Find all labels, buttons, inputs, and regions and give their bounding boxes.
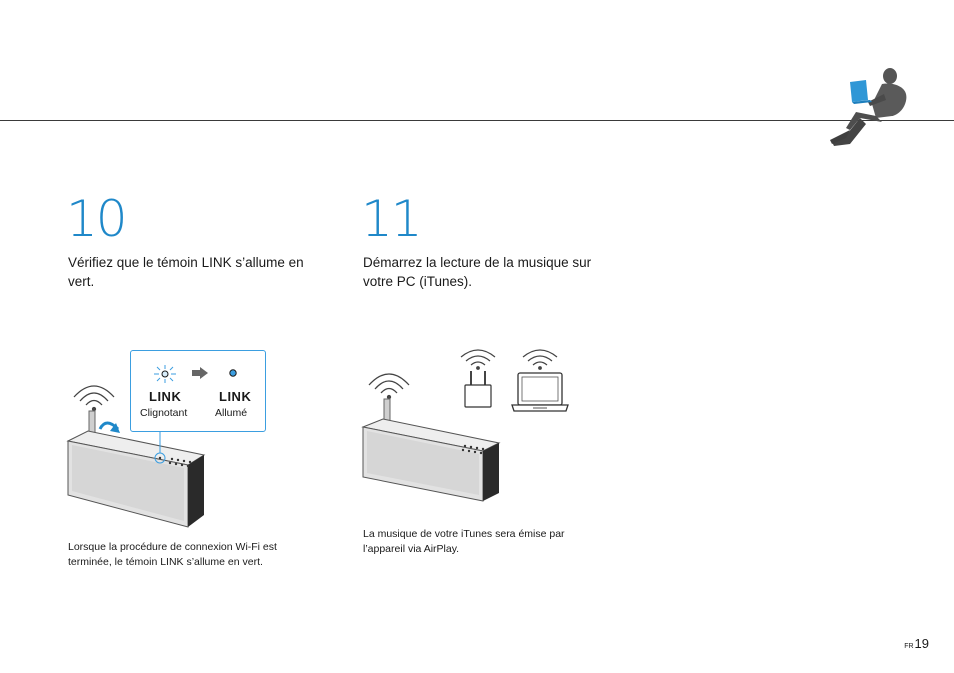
step-10-instruction: Vérifiez que le témoin LINK s’allume en … <box>68 255 304 289</box>
step-11-note: La musique de votre iTunes sera émise pa… <box>363 528 565 555</box>
laptop-icon <box>511 372 569 412</box>
laptop-wifi-signal-icon <box>522 349 558 370</box>
wifi-signal-icon <box>73 385 115 412</box>
page-number-value: 19 <box>914 636 929 651</box>
step-11-network-illustration <box>361 349 569 502</box>
step-11-number: 11 <box>361 190 423 248</box>
header-rule <box>0 120 954 121</box>
link-label-blinking: LINK <box>149 389 182 404</box>
arrow-right-icon <box>192 367 208 379</box>
step-10-number: 10 <box>66 190 128 248</box>
link-label-lit: LINK <box>219 389 252 404</box>
wifi-signal-icon <box>368 373 410 400</box>
language-code: FR <box>904 643 914 650</box>
link-indicator-callout: LINK LINK Clignotant Allumé <box>130 350 266 432</box>
led-blinking-icon <box>154 365 176 383</box>
router-icon <box>464 371 492 408</box>
step-10-speaker-illustration <box>66 385 206 528</box>
led-lit-icon <box>229 369 237 377</box>
page-number: FR19 <box>904 636 929 651</box>
step-11-instruction: Démarrez la lecture de la musique sur vo… <box>363 255 592 289</box>
step-10-note: Lorsque la procédure de connexion Wi-Fi … <box>68 541 277 568</box>
state-lit-label: Allumé <box>215 407 248 419</box>
state-blinking-label: Clignotant <box>140 407 188 419</box>
router-wifi-signal-icon <box>460 349 496 370</box>
person-with-laptop-icon <box>830 68 907 146</box>
